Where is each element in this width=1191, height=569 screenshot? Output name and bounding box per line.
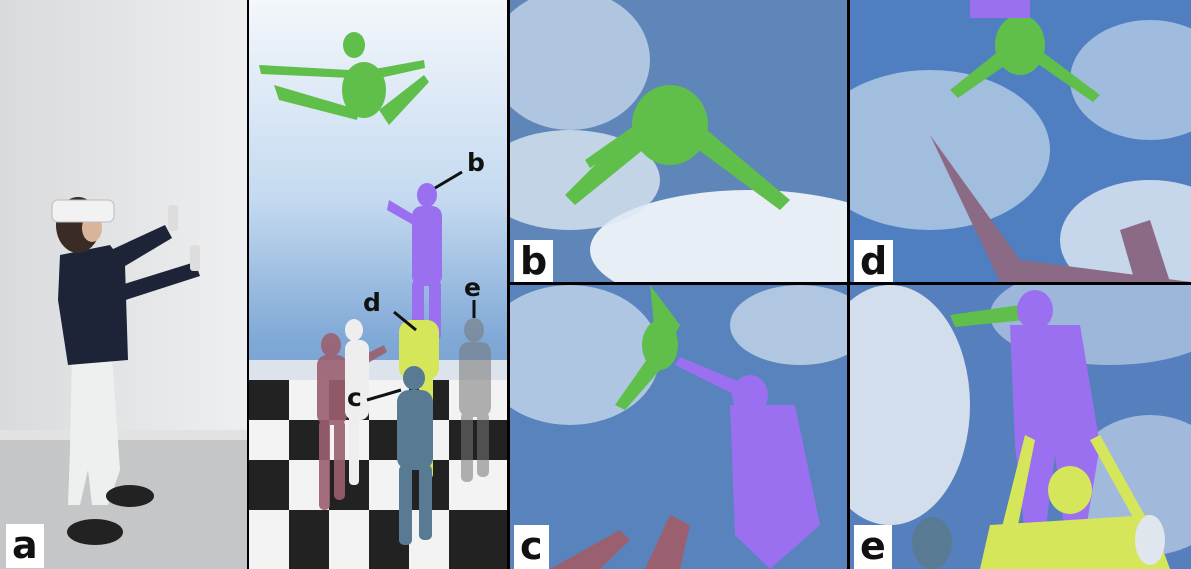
panel-c-view: c [510, 285, 847, 569]
sky-view-b [510, 0, 847, 282]
green-avatar-far [950, 15, 1100, 102]
panel-label-d: d [854, 240, 894, 282]
callout-e: e [464, 273, 481, 302]
green-avatar-reaching [615, 285, 680, 410]
sky-view-e [850, 285, 1191, 569]
white-avatar-head [1135, 515, 1165, 565]
vr-user-photo [0, 0, 247, 569]
sky-view-d [850, 0, 1191, 282]
purple-avatar [387, 183, 442, 340]
panel-overview-scene: b d e c [249, 0, 507, 569]
sky-view-c [510, 285, 847, 569]
red-avatar-hand [550, 530, 630, 569]
green-avatar-closeup [565, 85, 790, 210]
grey-avatar [459, 318, 491, 482]
callout-b: b [467, 148, 485, 177]
yellow-avatar-base [980, 435, 1170, 569]
avatar-hand [930, 135, 1191, 282]
panel-d-view: d [850, 0, 1191, 282]
blue-avatar-head [912, 517, 952, 569]
panel-b-view: b [510, 0, 847, 282]
panel-label-c: c [514, 525, 549, 569]
white-avatar [345, 319, 369, 485]
panel-label-b: b [514, 240, 554, 282]
callout-d: d [363, 288, 381, 317]
green-avatar [259, 32, 429, 125]
panel-e-view: e [850, 285, 1191, 569]
green-avatar-distant [950, 305, 1025, 327]
purple-avatar-lifting [675, 357, 820, 569]
callout-c: c [347, 383, 362, 412]
overview-scene [249, 0, 507, 569]
blue-avatar [397, 366, 433, 545]
red-avatar [317, 333, 387, 510]
panel-a-photo: a [0, 0, 247, 569]
purple-avatar-edge [970, 0, 1030, 18]
panel-label-e: e [854, 525, 892, 569]
panel-label-a: a [6, 524, 44, 568]
